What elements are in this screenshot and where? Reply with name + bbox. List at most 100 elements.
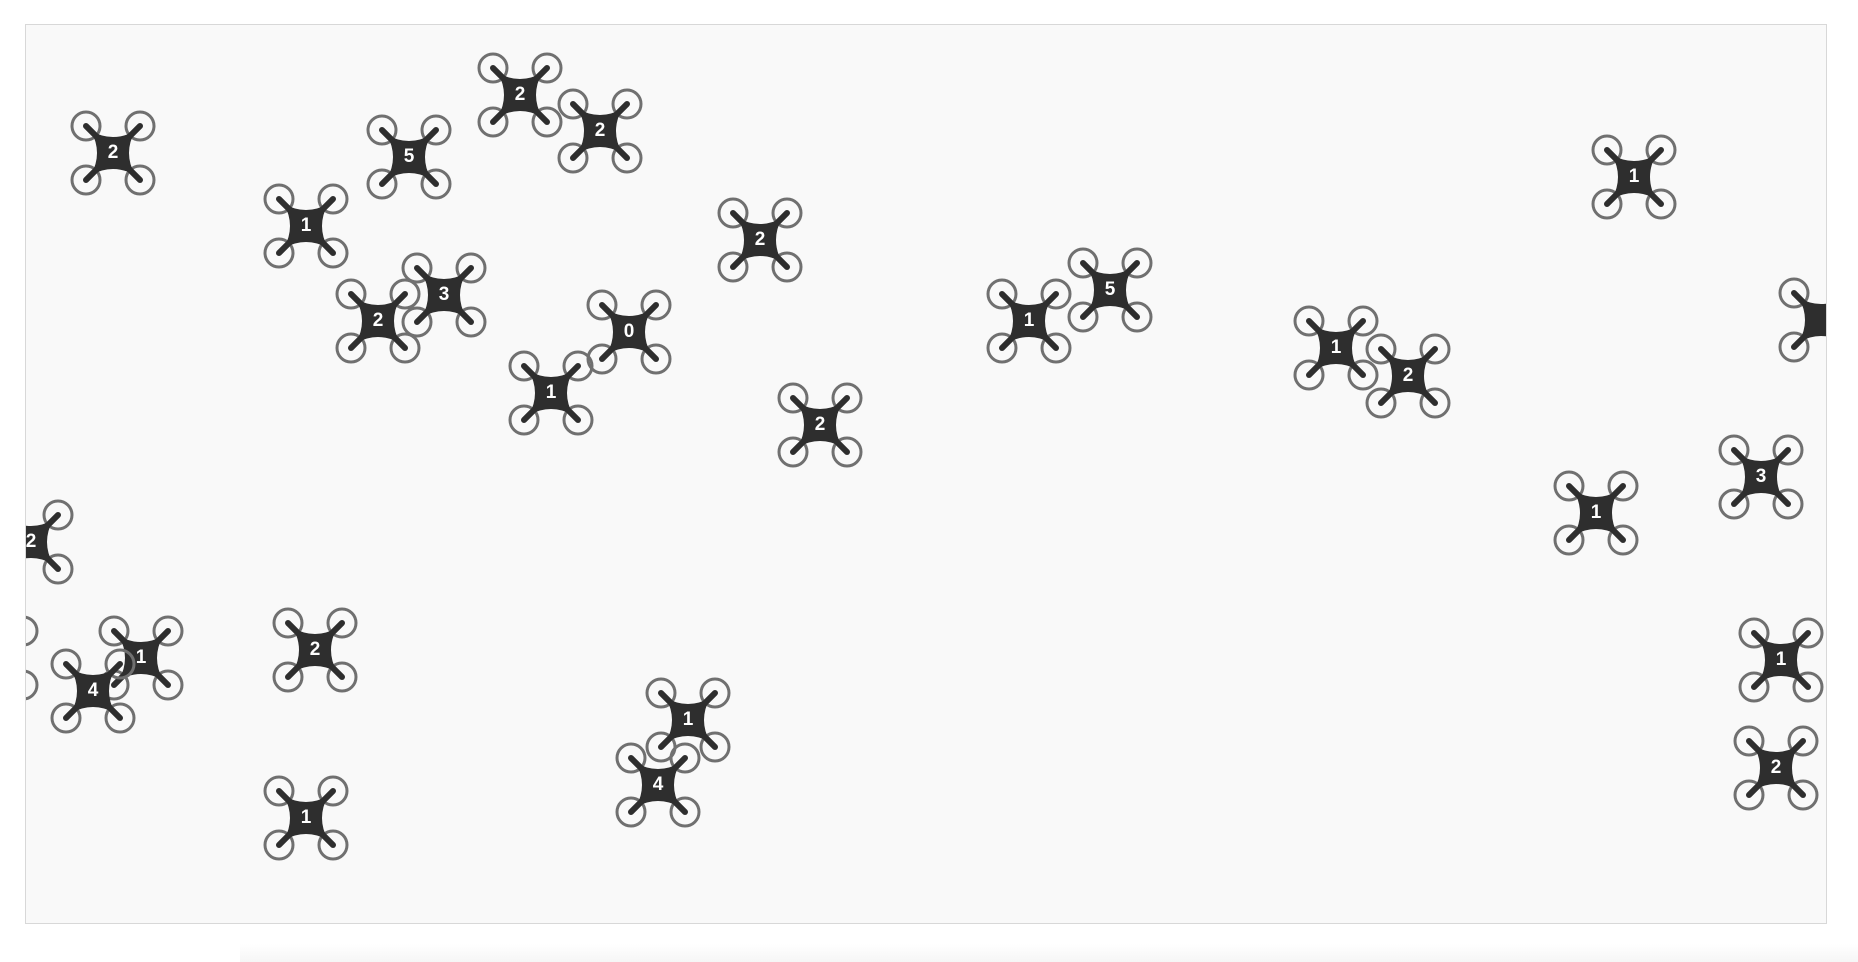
drone-body <box>284 796 328 840</box>
rotor-ring <box>777 436 809 468</box>
quadcopter-icon <box>26 615 39 701</box>
rotor-ring <box>531 52 563 84</box>
drone-marker[interactable]: 3 <box>1717 433 1805 521</box>
rotor-ring <box>1778 331 1810 363</box>
rotor-ring <box>1067 301 1099 333</box>
drone-marker[interactable]: 3 <box>400 251 488 339</box>
rotor-ring <box>1040 278 1072 310</box>
drone-marker[interactable]: 2 <box>69 109 157 197</box>
rotor-ring <box>366 168 398 200</box>
quadcopter-icon <box>1591 134 1677 220</box>
rotor-ring <box>1591 188 1623 220</box>
rotor-ring <box>420 114 452 146</box>
rotor-ring <box>831 382 863 414</box>
quadcopter-icon <box>477 52 563 138</box>
drone-marker[interactable]: 1 <box>644 676 732 764</box>
rotor-ring <box>420 168 452 200</box>
rotor-ring <box>272 607 304 639</box>
drone-marker[interactable]: 2 <box>1364 332 1452 420</box>
drone-marker[interactable]: 5 <box>365 113 453 201</box>
drone-marker[interactable]: 2 <box>476 51 564 139</box>
rotor-ring <box>1772 434 1804 466</box>
drone-marker[interactable]: 1 <box>1737 616 1825 704</box>
rotor-ring <box>1419 333 1451 365</box>
rotor-ring <box>1293 359 1325 391</box>
drone-marker[interactable] <box>1777 276 1826 364</box>
drone-marker[interactable]: 1 <box>262 774 350 862</box>
rotor-ring <box>70 110 102 142</box>
drone-marker[interactable]: 2 <box>271 606 359 694</box>
rotor-ring <box>557 88 589 120</box>
drone-marker[interactable]: 2 <box>26 498 75 586</box>
rotor-ring <box>1645 188 1677 220</box>
drone-marker[interactable]: 2 <box>1732 724 1820 812</box>
quadcopter-icon <box>508 350 594 436</box>
quadcopter-icon <box>401 252 487 338</box>
drone-marker[interactable]: 1 <box>507 349 595 437</box>
drone-marker[interactable]: 2 <box>556 87 644 175</box>
rotor-ring <box>124 110 156 142</box>
quadcopter-icon <box>586 289 672 375</box>
drone-body <box>1314 326 1358 370</box>
quadcopter-icon <box>335 278 421 364</box>
rotor-ring <box>42 553 74 585</box>
rotor-ring <box>1792 671 1824 703</box>
quadcopter-icon <box>615 742 701 828</box>
quadcopter-icon <box>1293 305 1379 391</box>
drone-body <box>1088 268 1132 312</box>
rotor-ring <box>477 52 509 84</box>
rotor-ring <box>1733 779 1765 811</box>
rotor-ring <box>1419 387 1451 419</box>
drone-marker[interactable]: 1 <box>1292 304 1380 392</box>
rotor-ring <box>326 607 358 639</box>
rotor-ring <box>611 88 643 120</box>
rotor-ring <box>508 350 540 382</box>
drone-marker[interactable]: 1 <box>262 182 350 270</box>
rotor-ring <box>986 332 1018 364</box>
rotor-ring <box>152 669 184 701</box>
drone-marker[interactable]: 2 <box>776 381 864 469</box>
drone-marker[interactable]: 5 <box>1066 246 1154 334</box>
rotor-ring <box>389 332 421 364</box>
rotor-ring <box>669 742 701 774</box>
drone-body <box>91 131 135 175</box>
rotor-ring <box>1365 333 1397 365</box>
drone-body <box>578 109 622 153</box>
rotor-ring <box>669 796 701 828</box>
drone-marker[interactable]: 2 <box>716 196 804 284</box>
rotor-ring <box>1738 617 1770 649</box>
rotor-ring <box>26 615 39 647</box>
quadcopter-icon <box>263 775 349 861</box>
drone-marker[interactable]: 1 <box>1590 133 1678 221</box>
rotor-ring <box>1787 779 1819 811</box>
rotor-ring <box>1347 359 1379 391</box>
rotor-ring <box>640 343 672 375</box>
drone-body <box>666 698 710 742</box>
drone-marker[interactable]: 1 <box>985 277 1073 365</box>
drone-marker[interactable]: 4 <box>49 647 137 735</box>
rotor-ring <box>1733 725 1765 757</box>
quadcopter-icon <box>1553 470 1639 556</box>
drone-marker[interactable]: 0 <box>585 288 673 376</box>
quadcopter-icon <box>272 607 358 693</box>
drone-body <box>1759 638 1803 682</box>
drone-marker[interactable]: 1 <box>1552 469 1640 557</box>
rotor-ring <box>272 661 304 693</box>
rotor-ring <box>1792 617 1824 649</box>
rotor-ring <box>70 164 102 196</box>
rotor-ring <box>104 648 136 680</box>
drone-marker[interactable]: 4 <box>614 741 702 829</box>
rotor-ring <box>335 332 367 364</box>
rotor-ring <box>263 775 295 807</box>
quadcopter-icon <box>986 278 1072 364</box>
rotor-ring <box>124 164 156 196</box>
quadcopter-icon <box>1778 277 1826 363</box>
rotor-ring <box>1121 247 1153 279</box>
drone-marker[interactable] <box>26 614 40 702</box>
rotor-ring <box>401 306 433 338</box>
rotor-ring <box>699 731 731 763</box>
rotor-ring <box>326 661 358 693</box>
rotor-ring <box>615 796 647 828</box>
drone-body <box>1754 746 1798 790</box>
